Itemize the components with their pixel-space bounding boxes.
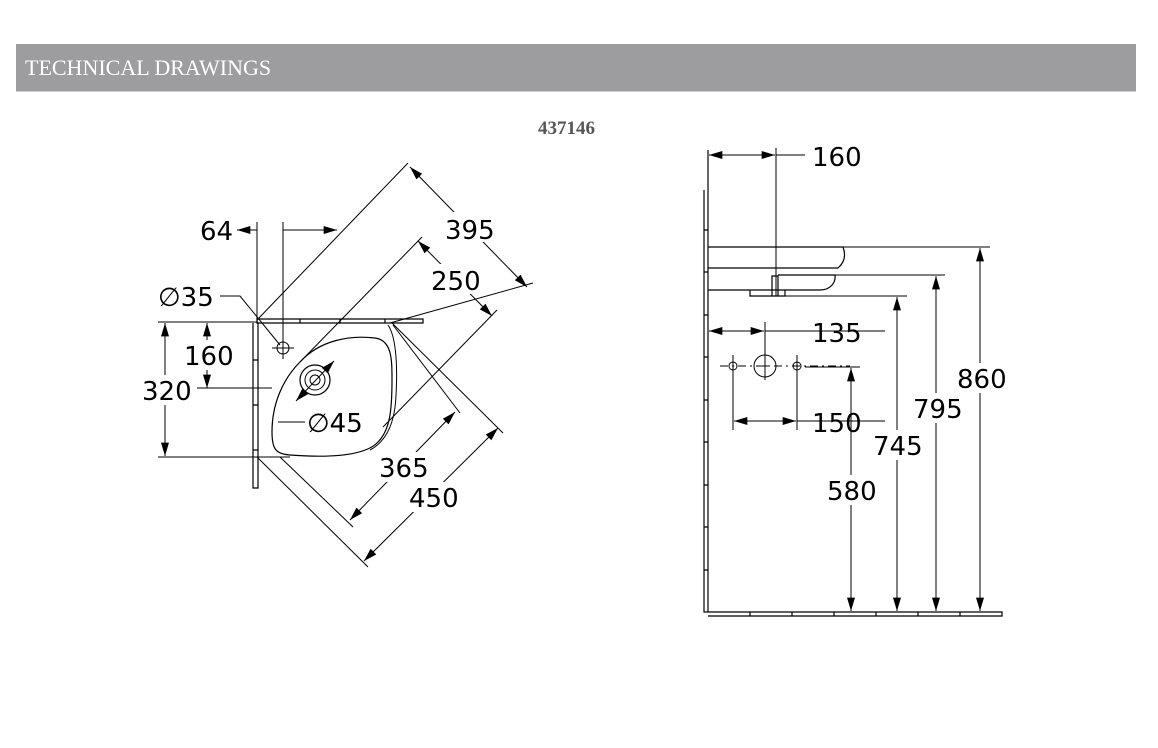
dim-580: 580 [827,477,877,507]
dim-250: 250 [431,267,481,297]
waste-outlet [749,275,786,297]
dim-860: 860 [957,365,1007,395]
section-header: TECHNICAL DRAWINGS [16,44,1136,92]
dim-160: 160 [184,342,234,372]
dim-320: 320 [142,377,192,407]
floor [708,611,1003,617]
dim-795: 795 [913,395,963,425]
wall [703,150,709,613]
wall [252,323,259,489]
basin-side [369,324,398,451]
dim-diameter-45: ∅45 [307,409,363,439]
dim-135: 135 [812,319,862,349]
wall-connection-holes [720,354,850,430]
dim-745: 745 [873,432,923,462]
dim-365: 365 [379,454,429,484]
dim-64: 64 [200,217,233,247]
dim-160-side: 160 [812,143,862,173]
top-view: 64 395 250 ∅35 320 160 ∅45 365 45 [140,162,534,568]
section-title: TECHNICAL DRAWINGS [25,55,272,80]
side-view: 160 135 150 860 795 745 580 [703,143,1008,617]
product-code: 437146 [538,118,595,139]
dim-diameter-35: ∅35 [158,283,214,313]
dim-450: 450 [409,484,459,514]
counter-shelf [256,318,424,324]
dim-395: 395 [445,216,495,246]
dim-150: 150 [812,409,862,439]
